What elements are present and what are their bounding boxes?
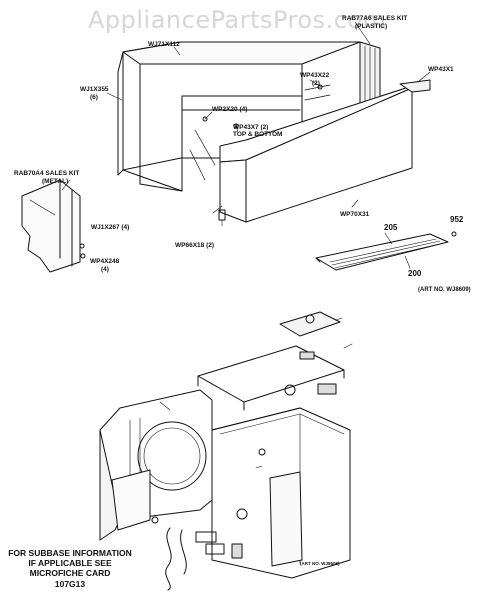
- screw-icon: [151, 516, 159, 524]
- note-line-3: MICROFICHE CARD: [29, 568, 111, 579]
- screw-icon: [202, 116, 208, 122]
- label-wj71x112: WJ71X112: [148, 41, 180, 48]
- label-wj1x267: WJ1X267 (4): [91, 224, 130, 231]
- watermark-text: AppliancePartsPros.com: [88, 6, 387, 34]
- screw-icon: [258, 448, 266, 456]
- leader-lines-bottom: [159, 317, 353, 469]
- label-wp43x1: WP43X1: [428, 66, 454, 73]
- base-pan-205: [315, 231, 457, 271]
- note-line-4: 107G13: [54, 578, 86, 589]
- label-wp70x31: WP70X31: [340, 211, 370, 218]
- label-wp43x22-qty: (2): [312, 80, 320, 87]
- subbase-note: FOR SUBBASE INFORMATION IF APPLICABLE SE…: [6, 548, 134, 589]
- compressor-base: [151, 384, 351, 591]
- label-wj1x355-qty: (6): [90, 94, 98, 101]
- label-wp2x20: WP2X20 (4): [212, 106, 248, 113]
- side-curtain-metal: [21, 179, 86, 273]
- label-wp43x7-top-bottom: TOP & BOTTOM: [233, 131, 283, 138]
- label-rab70a4: RAB70A4 SALES KIT: [14, 170, 80, 177]
- knob-icon: [305, 314, 315, 324]
- control-panel-upper: [197, 311, 345, 411]
- leader-lines-top: [106, 21, 431, 214]
- label-wp4x248: WP4X248: [90, 258, 120, 265]
- label-wp43x7: WP43X7 (2): [233, 124, 269, 131]
- note-line-1: FOR SUBBASE INFORMATION: [8, 548, 132, 558]
- label-wj1x355: WJ1X355: [80, 86, 109, 93]
- label-952: 952: [450, 215, 464, 224]
- label-rab77a6: RAB77A6 SALES KIT: [342, 15, 408, 22]
- label-wp4x248-qty: (4): [101, 266, 109, 273]
- screw-icon: [79, 243, 85, 249]
- label-205: 205: [384, 223, 398, 232]
- art-number-top: (ART NO. WJ8609): [418, 287, 471, 293]
- clip-part: [218, 209, 226, 227]
- label-rab77a6-plastic: (PLASTIC): [355, 23, 388, 30]
- screw-icon: [317, 84, 323, 90]
- label-rab70a4-metal: (METAL): [42, 178, 69, 185]
- screw-icon: [80, 253, 86, 259]
- screw-icon: [451, 231, 457, 237]
- label-wp66x18: WP66X18 (2): [175, 242, 215, 249]
- relay-icon: [236, 508, 248, 520]
- capacitor-icon: [284, 384, 296, 396]
- front-panel: [219, 79, 431, 223]
- label-200: 200: [408, 269, 422, 278]
- label-wp43x22: WP43X22: [300, 72, 330, 79]
- note-line-2: IF APPLICABLE SEE: [28, 558, 112, 569]
- screw-icon: [233, 123, 239, 129]
- blower-housing: [99, 389, 213, 541]
- art-number-bottom: (ART NO. WJ8608): [300, 561, 340, 566]
